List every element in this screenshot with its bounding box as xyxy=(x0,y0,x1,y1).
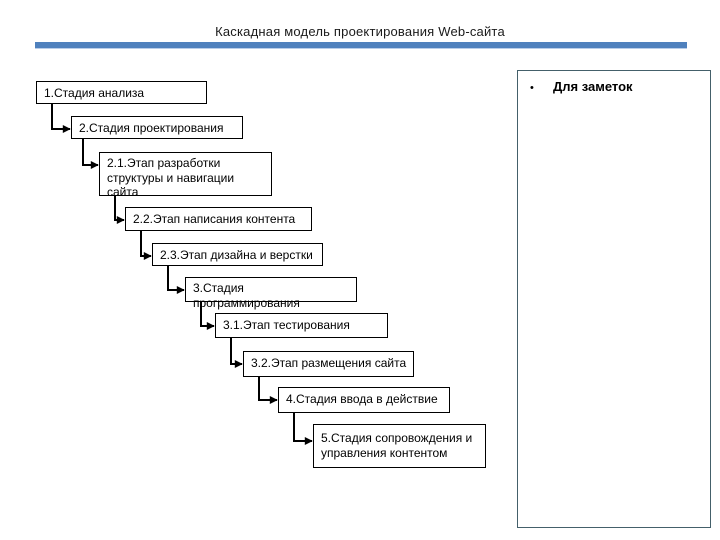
arrow-connector-9-10 xyxy=(293,413,313,445)
diagram-node-1: 1.Стадия анализа xyxy=(36,81,207,104)
notes-row: • Для заметок xyxy=(518,71,710,94)
arrow-connector-8-9 xyxy=(258,377,278,404)
title-underline-bar xyxy=(35,42,687,49)
arrow-connector-7-8 xyxy=(230,338,243,368)
arrow-connector-2-3 xyxy=(82,139,99,169)
arrow-connector-4-5 xyxy=(140,231,152,260)
notes-label: Для заметок xyxy=(553,79,633,94)
diagram-node-4: 2.2.Этап написания контента xyxy=(125,207,312,231)
diagram-node-10: 5.Стадия сопровождения и управления конт… xyxy=(313,424,486,468)
arrow-connector-1-2 xyxy=(51,104,71,133)
diagram-node-7: 3.1.Этап тестирования xyxy=(215,313,388,338)
diagram-node-5: 2.3.Этап дизайна и верстки xyxy=(152,243,323,266)
slide-title: Каскадная модель проектирования Web-сайт… xyxy=(215,24,505,39)
bullet-icon: • xyxy=(530,82,534,94)
arrow-connector-3-4 xyxy=(114,196,125,224)
diagram-node-3: 2.1.Этап разработки структуры и навигаци… xyxy=(99,152,272,199)
diagram-node-2: 2.Стадия проектирования xyxy=(71,116,243,139)
diagram-node-9: 4.Стадия ввода в действие xyxy=(278,387,450,413)
notes-panel: • Для заметок xyxy=(517,70,711,528)
arrow-connector-5-6 xyxy=(167,266,185,294)
diagram-node-8: 3.2.Этап размещения сайта xyxy=(243,351,414,377)
diagram-node-6: 3.Стадия программирования xyxy=(185,277,357,310)
